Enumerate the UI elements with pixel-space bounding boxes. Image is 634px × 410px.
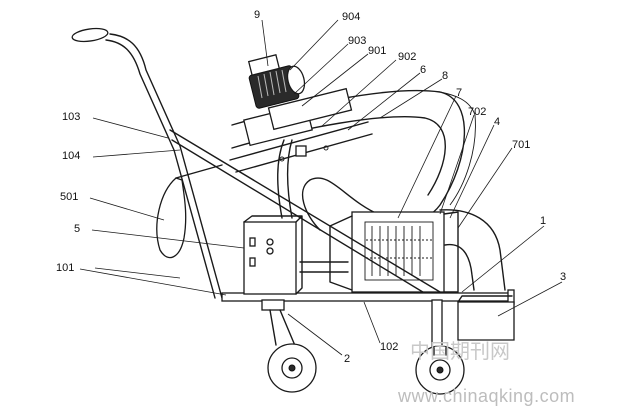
- bag-strap: [175, 164, 223, 179]
- duct-elbow-inner: [444, 243, 475, 291]
- label-4: 4: [494, 116, 500, 128]
- label-904: 904: [342, 11, 360, 23]
- label-101: 101: [56, 262, 74, 274]
- label-903: 903: [348, 35, 366, 47]
- filter-housing: [351, 211, 445, 293]
- label-9: 9: [254, 9, 260, 21]
- control-knob-2: [266, 247, 274, 255]
- filter-element: [366, 226, 432, 276]
- rear-wheel-axle: [436, 366, 444, 374]
- leader-lines: [79, 19, 563, 356]
- caster-fork: [269, 309, 297, 349]
- label-103: 103: [62, 111, 80, 123]
- control-switch: [249, 237, 256, 247]
- filter-inner: [364, 221, 434, 281]
- label-702: 702: [468, 106, 486, 118]
- hopper: [457, 301, 515, 341]
- label-701: 701: [512, 139, 530, 151]
- handle-grip: [71, 27, 109, 43]
- filter-outlet-flange: [443, 211, 459, 293]
- duct-elbow: [439, 209, 506, 291]
- label-2: 2: [344, 353, 350, 365]
- label-3: 3: [560, 271, 566, 283]
- label-901: 901: [368, 45, 386, 57]
- label-902: 902: [398, 51, 416, 63]
- label-501: 501: [60, 191, 78, 203]
- hose-clamp: [295, 145, 307, 157]
- caster-mount: [261, 299, 285, 311]
- vertical-hose: [277, 139, 293, 219]
- control-box-side: [243, 215, 303, 295]
- filter-inlet-cone: [329, 215, 353, 291]
- duct-seam: [439, 91, 476, 206]
- collection-bag: [156, 177, 187, 259]
- watermark-url: www.chinaqking.com: [397, 386, 575, 406]
- flexible-duct: [231, 89, 466, 231]
- label-104: 104: [62, 150, 80, 162]
- label-6: 6: [420, 64, 426, 76]
- label-1: 1: [540, 215, 546, 227]
- hopper-top: [457, 295, 513, 303]
- motor-fan-unit: [243, 54, 353, 147]
- handle-tube: [109, 33, 223, 299]
- cross-bar: [299, 261, 349, 273]
- control-knob-1: [266, 238, 274, 246]
- front-wheel-axle: [288, 364, 296, 372]
- label-5: 5: [74, 223, 80, 235]
- rear-wheel-stay: [433, 347, 447, 356]
- label-7: 7: [456, 87, 462, 99]
- handle-tube-inner: [105, 39, 216, 299]
- label-102: 102: [380, 341, 398, 353]
- watermark-cn: 中国期刊网: [410, 339, 510, 363]
- control-switch-2: [249, 257, 256, 267]
- label-8: 8: [442, 70, 448, 82]
